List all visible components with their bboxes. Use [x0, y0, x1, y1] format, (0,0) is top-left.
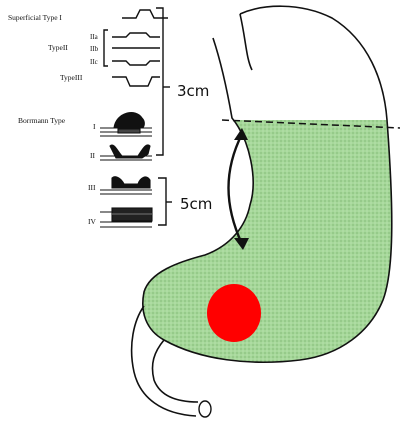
- superficial-profiles: [112, 10, 168, 86]
- bracket-5cm: [158, 178, 166, 225]
- type3-profile: [112, 77, 160, 86]
- bracket-3cm: [156, 8, 163, 155]
- label-5cm: 5cm: [180, 195, 212, 213]
- borrmann-2-section: [100, 145, 152, 160]
- borrmann-4-section: [100, 208, 152, 227]
- duodenum-opening: [199, 401, 211, 417]
- borrmann-1-section: [100, 113, 152, 136]
- label-borrmann-3: III: [88, 183, 96, 192]
- esophagus-outline: [240, 14, 252, 70]
- label-type3: TypeIII: [60, 73, 83, 82]
- label-type2a: IIa: [90, 33, 99, 41]
- label-type2b: IIb: [90, 45, 99, 53]
- tumor: [207, 284, 261, 342]
- label-borrmann-1: I: [93, 122, 96, 131]
- label-3cm: 3cm: [177, 82, 209, 100]
- borrmann-sections: [100, 113, 152, 227]
- borrmann-3-section: [100, 177, 152, 194]
- label-type2: TypeII: [48, 43, 68, 52]
- type2-bracket: [104, 30, 108, 66]
- label-borrmann-4: IV: [88, 217, 96, 226]
- type2a-profile: [112, 33, 160, 37]
- label-borrmann-2: II: [90, 151, 95, 160]
- type1-profile: [122, 10, 168, 18]
- stomach-shaded-region: [143, 118, 392, 362]
- stomach: [132, 6, 400, 417]
- type2c-profile: [112, 61, 160, 65]
- label-borrmann: Borrmann Type: [18, 116, 66, 125]
- label-superficial-type1: Superficial Type I: [8, 13, 62, 22]
- label-type2c: IIc: [90, 58, 98, 66]
